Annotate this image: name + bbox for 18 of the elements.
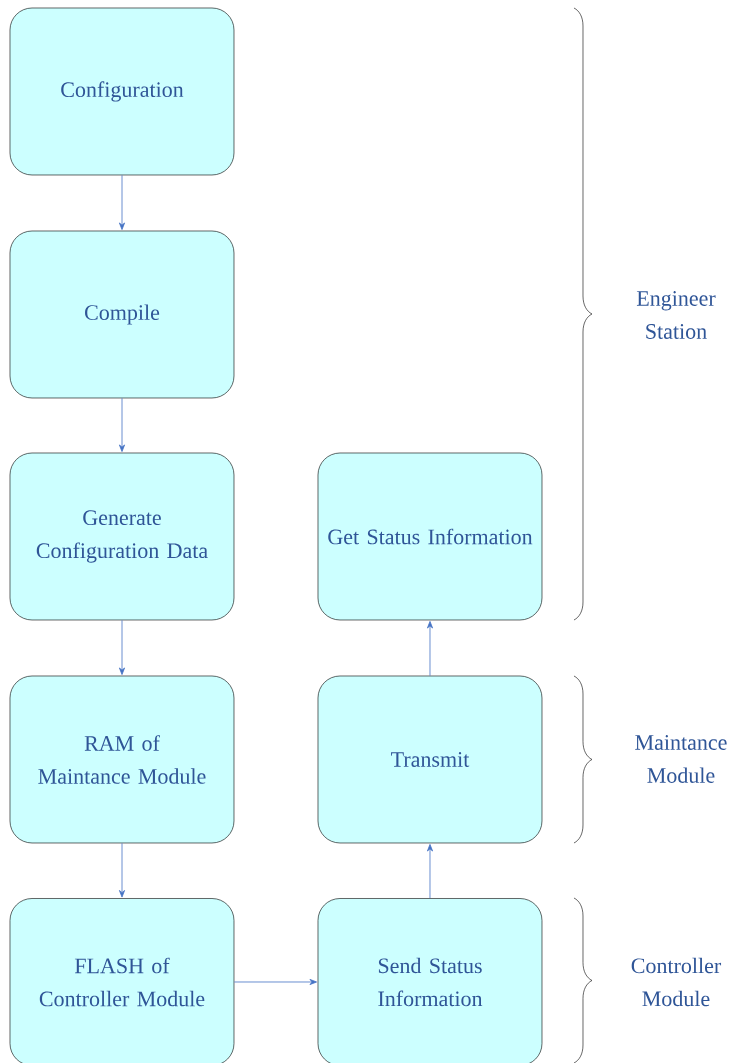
process-box: Configuration — [9, 7, 235, 176]
arrow — [119, 174, 125, 230]
process-box: FLASH of Controller Module — [9, 898, 235, 1063]
process-box: Get Status Information — [317, 452, 543, 621]
group-label: Controller Module — [631, 957, 722, 1007]
process-box: RAM of Maintance Module — [9, 675, 235, 844]
process-box: Send Status Information — [317, 898, 543, 1063]
arrow — [119, 397, 125, 452]
arrow — [119, 619, 125, 675]
group-label: Engineer Station — [636, 291, 716, 339]
arrow — [427, 621, 433, 677]
process-box: Transmit — [317, 675, 543, 844]
group-label: Maintance Module — [635, 735, 727, 783]
arrow — [233, 979, 317, 985]
process-box: Generate Configuration Data — [9, 452, 235, 621]
arrow — [119, 842, 125, 898]
arrow — [427, 844, 433, 899]
process-box: Compile — [9, 230, 235, 399]
